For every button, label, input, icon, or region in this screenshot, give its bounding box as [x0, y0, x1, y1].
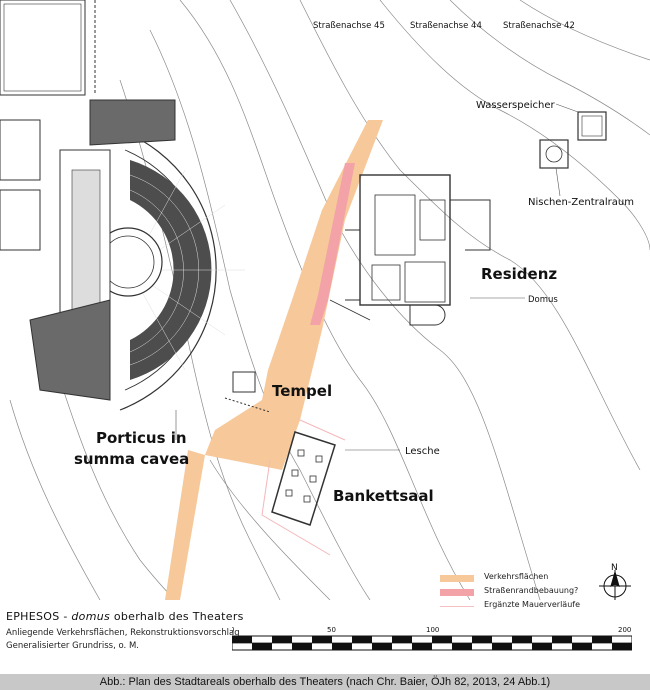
temple-plan	[224, 371, 271, 413]
scale-segment	[472, 636, 492, 643]
legend-label: Straßenrandbebauung?	[484, 586, 579, 595]
legend-swatch	[440, 575, 474, 582]
scale-segment	[332, 643, 352, 650]
traffic-areas	[165, 120, 383, 600]
street-axis-45: Straßenachse 45	[313, 21, 385, 31]
street-building-area	[310, 163, 355, 325]
label-residenz: Residenz	[481, 265, 557, 283]
north-label: N	[611, 563, 618, 573]
scale-segment	[512, 636, 532, 643]
project-subtitle-2: Generalisierter Grundriss, o. M.	[6, 641, 139, 651]
project-subtitle-1: Anliegende Verkehrsflächen, Rekonstrukti…	[6, 628, 240, 638]
scale-segment	[412, 643, 432, 650]
street-axis-42: Straßenachse 42	[503, 21, 575, 31]
legend-label: Ergänzte Mauerverläufe	[484, 600, 581, 609]
scale-tick-0: 0	[232, 626, 234, 634]
added-walls	[261, 419, 346, 556]
legend-swatch	[440, 589, 474, 596]
legend-swatch	[440, 606, 474, 607]
scale-bar: 0 50 100 200m	[232, 626, 632, 651]
scale-segment	[552, 636, 572, 643]
scale-segment	[532, 643, 552, 650]
theatre-plan	[29, 99, 245, 411]
site-plan: N Straßenachse 45 Straßenachse 44 Straße…	[0, 0, 650, 600]
figure-caption: Abb.: Plan des Stadtareals oberhalb des …	[0, 674, 650, 690]
leader-lines	[175, 103, 579, 451]
scale-segment	[232, 636, 252, 643]
label-nischen-zentralraum: Nischen-Zentralraum	[528, 197, 634, 208]
legend-item: Verkehrsflächen	[440, 572, 610, 584]
project-title: EPHESOS - domus oberhalb des Theaters	[6, 610, 244, 623]
banquet-hall-plan	[271, 431, 336, 526]
scale-segment	[352, 636, 372, 643]
scale-segment	[612, 643, 632, 650]
niche-central-room	[539, 139, 569, 169]
northwest-ruins	[0, 0, 96, 251]
label-porticus-1: Porticus in	[96, 429, 187, 447]
water-tank	[577, 111, 607, 141]
scale-segment	[292, 643, 312, 650]
scale-segment	[392, 636, 412, 643]
residence-plan	[329, 174, 491, 326]
label-domus: Domus	[528, 295, 558, 305]
label-wasserspeicher: Wasserspeicher	[476, 100, 556, 111]
legend-item: Straßenrandbebauung?	[440, 586, 610, 598]
scale-segment	[372, 643, 392, 650]
north-arrow: N	[599, 563, 631, 600]
scale-segment	[492, 643, 512, 650]
scale-segment	[592, 636, 612, 643]
scale-segment	[252, 643, 272, 650]
scale-ticks: 0 50 100 200m	[232, 626, 632, 634]
legend-label: Verkehrsflächen	[484, 572, 549, 581]
scale-segment	[572, 643, 592, 650]
scale-tick-100: 100	[426, 626, 439, 634]
scale-segment	[452, 643, 472, 650]
label-tempel: Tempel	[272, 382, 332, 400]
street-axis-44: Straßenachse 44	[410, 21, 482, 31]
scale-tick-200: 200m	[618, 626, 632, 634]
theatre-cavea	[130, 160, 212, 380]
scale-segment	[312, 636, 332, 643]
scale-segment	[272, 636, 292, 643]
label-bankettsaal: Bankettsaal	[333, 487, 434, 505]
scale-segments	[232, 636, 632, 650]
contour-lines	[9, 0, 650, 600]
label-lesche: Lesche	[405, 446, 440, 457]
label-porticus-2: summa cavea	[74, 450, 189, 468]
legend-item: Ergänzte Mauerverläufe	[440, 600, 610, 612]
scale-segment	[432, 636, 452, 643]
scale-tick-50: 50	[327, 626, 336, 634]
